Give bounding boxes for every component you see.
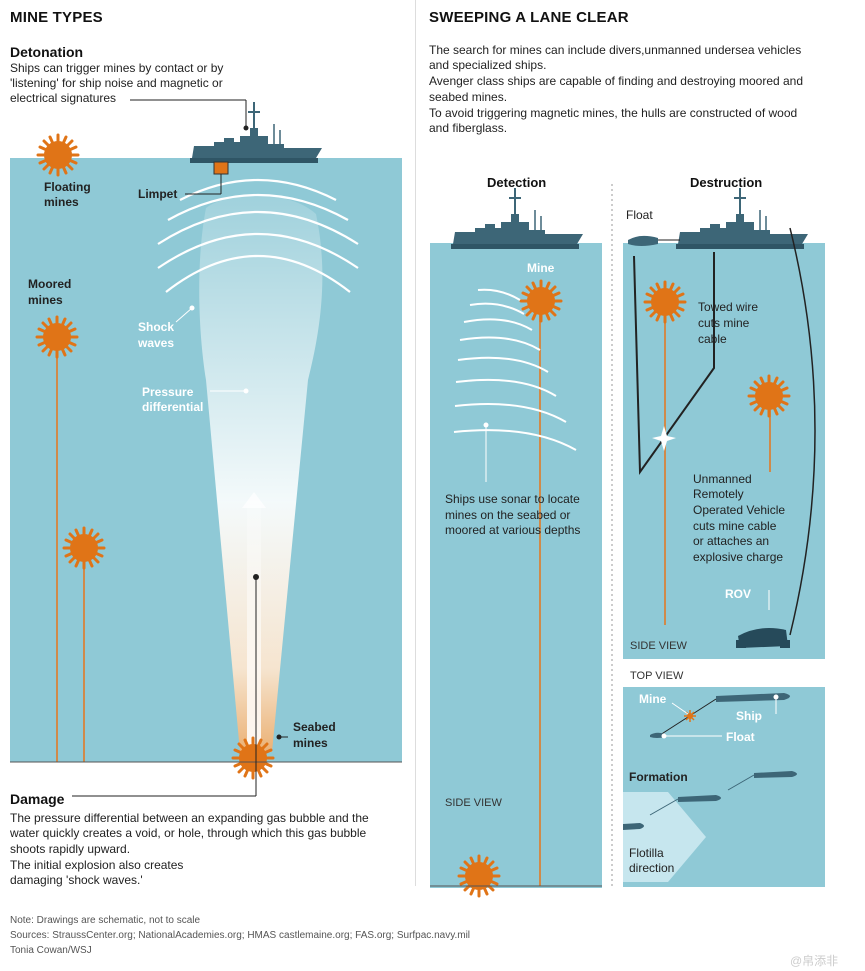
footer-note: Note: Drawings are schematic, not to sca… xyxy=(10,915,201,926)
damage-line-2: water quickly creates a void, or hole, t… xyxy=(10,826,367,840)
flash-icon xyxy=(652,426,676,451)
formation-ship-icon xyxy=(678,795,721,802)
moored-mine-icon xyxy=(519,279,563,323)
rov-text-6: explosive charge xyxy=(693,550,784,564)
rov-tether xyxy=(789,227,816,636)
rov-text-4: cuts mine cable xyxy=(693,519,777,533)
moored-mine-icon xyxy=(35,315,79,359)
sonar-line-1: Ships use sonar to locate xyxy=(445,492,580,506)
flotilla-direction-arrow xyxy=(623,792,706,882)
towed-line-3: cable xyxy=(698,332,727,346)
rov-icon xyxy=(736,628,790,648)
floating-mine-icon xyxy=(36,133,80,177)
detection-heading: Detection xyxy=(487,175,547,190)
detonation-text: Ships can trigger mines by contact or by… xyxy=(10,61,224,105)
limpet-label: Limpet xyxy=(138,187,178,201)
moored-label-1: Moored xyxy=(28,277,72,291)
detection-side-view: SIDE VIEW xyxy=(445,797,502,809)
float-icon xyxy=(628,235,658,246)
intro-line-5: To avoid triggering magnetic mines, the … xyxy=(429,106,798,120)
formation-ship-icon xyxy=(754,771,797,778)
footer-sources: Sources: StraussCenter.org; NationalAcad… xyxy=(10,930,471,941)
sonar-line-3: moored at various depths xyxy=(445,523,581,537)
damage-heading: Damage xyxy=(10,791,65,807)
sweeping-title: SWEEPING A LANE CLEAR xyxy=(429,9,629,26)
top-view-mine-label: Mine xyxy=(639,692,667,706)
destruction-heading: Destruction xyxy=(690,175,763,190)
seabed-label-2: mines xyxy=(293,736,328,750)
top-view-float-label: Float xyxy=(726,730,755,744)
ship-icon xyxy=(450,187,584,250)
intro-line-1: The search for mines can include divers,… xyxy=(429,43,802,57)
top-view-ship-icon xyxy=(716,693,790,702)
towed-line-2: cuts mine xyxy=(698,316,750,330)
float-label: Float xyxy=(626,208,653,222)
pressure-label-2: differential xyxy=(142,400,204,414)
moored-label-2: mines xyxy=(28,293,63,307)
moored-mine-icon xyxy=(747,374,791,418)
seabed-label-1: Seabed xyxy=(293,720,336,734)
pressure-label-1: Pressure xyxy=(142,385,194,399)
center-divider xyxy=(415,0,416,886)
footer-credit: Tonia Cowan/WSJ xyxy=(10,945,92,956)
rov-text-1: Unmanned xyxy=(693,472,752,486)
ship-icon xyxy=(189,101,323,164)
sonar-line-2: mines on the seabed or xyxy=(445,508,571,522)
flotilla-line-1: Flotilla xyxy=(629,846,664,860)
destruction-side-view: SIDE VIEW xyxy=(630,640,687,652)
damage-line-3: shoots rapidly upward. xyxy=(10,842,131,856)
towed-wire xyxy=(633,252,715,476)
shock-waves xyxy=(157,179,359,293)
shock-label-2: waves xyxy=(138,336,175,350)
sonar-waves xyxy=(453,288,577,451)
intro-line-2: and specialized ships. xyxy=(429,58,547,72)
intro-line-3: Avenger class ships are capable of findi… xyxy=(429,74,804,88)
towed-line-1: Towed wire xyxy=(698,300,759,314)
seabed-mine-icon xyxy=(231,736,275,780)
damage-line-1: The pressure differential between an exp… xyxy=(10,811,369,825)
mine-types-title: MINE TYPES xyxy=(10,9,103,26)
limpet-mine-icon xyxy=(213,161,229,175)
damage-line-5: damaging 'shock waves.' xyxy=(10,873,143,887)
top-view-ship-label: Ship xyxy=(736,709,762,723)
formation-ship-icon xyxy=(623,823,644,830)
ship-icon xyxy=(675,187,809,250)
moored-mine-icon xyxy=(62,526,106,570)
intro-line-6: and fiberglass. xyxy=(429,121,508,135)
detonation-heading: Detonation xyxy=(10,44,84,60)
formation-label: Formation xyxy=(629,770,688,784)
detection-water-panel xyxy=(430,243,602,888)
shock-label-1: Shock xyxy=(138,320,175,334)
seabed-mine-icon xyxy=(457,854,501,898)
damage-line-4: The initial explosion also creates xyxy=(10,858,184,872)
rov-text-2: Remotely xyxy=(693,487,744,501)
watermark: @帛添非 xyxy=(790,954,839,968)
upward-arrow-shaft xyxy=(247,505,261,745)
floating-label-2: mines xyxy=(44,195,79,209)
rov-text-3: Operated Vehicle xyxy=(693,503,786,517)
arrow-up-icon xyxy=(242,492,266,508)
top-view-heading: TOP VIEW xyxy=(630,670,684,682)
floating-label-1: Floating xyxy=(44,180,91,194)
gas-bubble-plume xyxy=(199,195,323,752)
moored-mine-icon xyxy=(643,280,687,324)
detection-mine-label: Mine xyxy=(527,261,555,275)
rov-label: ROV xyxy=(725,587,752,601)
intro-line-4: seabed mines. xyxy=(429,90,508,104)
flotilla-line-2: direction xyxy=(629,861,675,875)
rov-text-5: or attaches an xyxy=(693,534,770,548)
